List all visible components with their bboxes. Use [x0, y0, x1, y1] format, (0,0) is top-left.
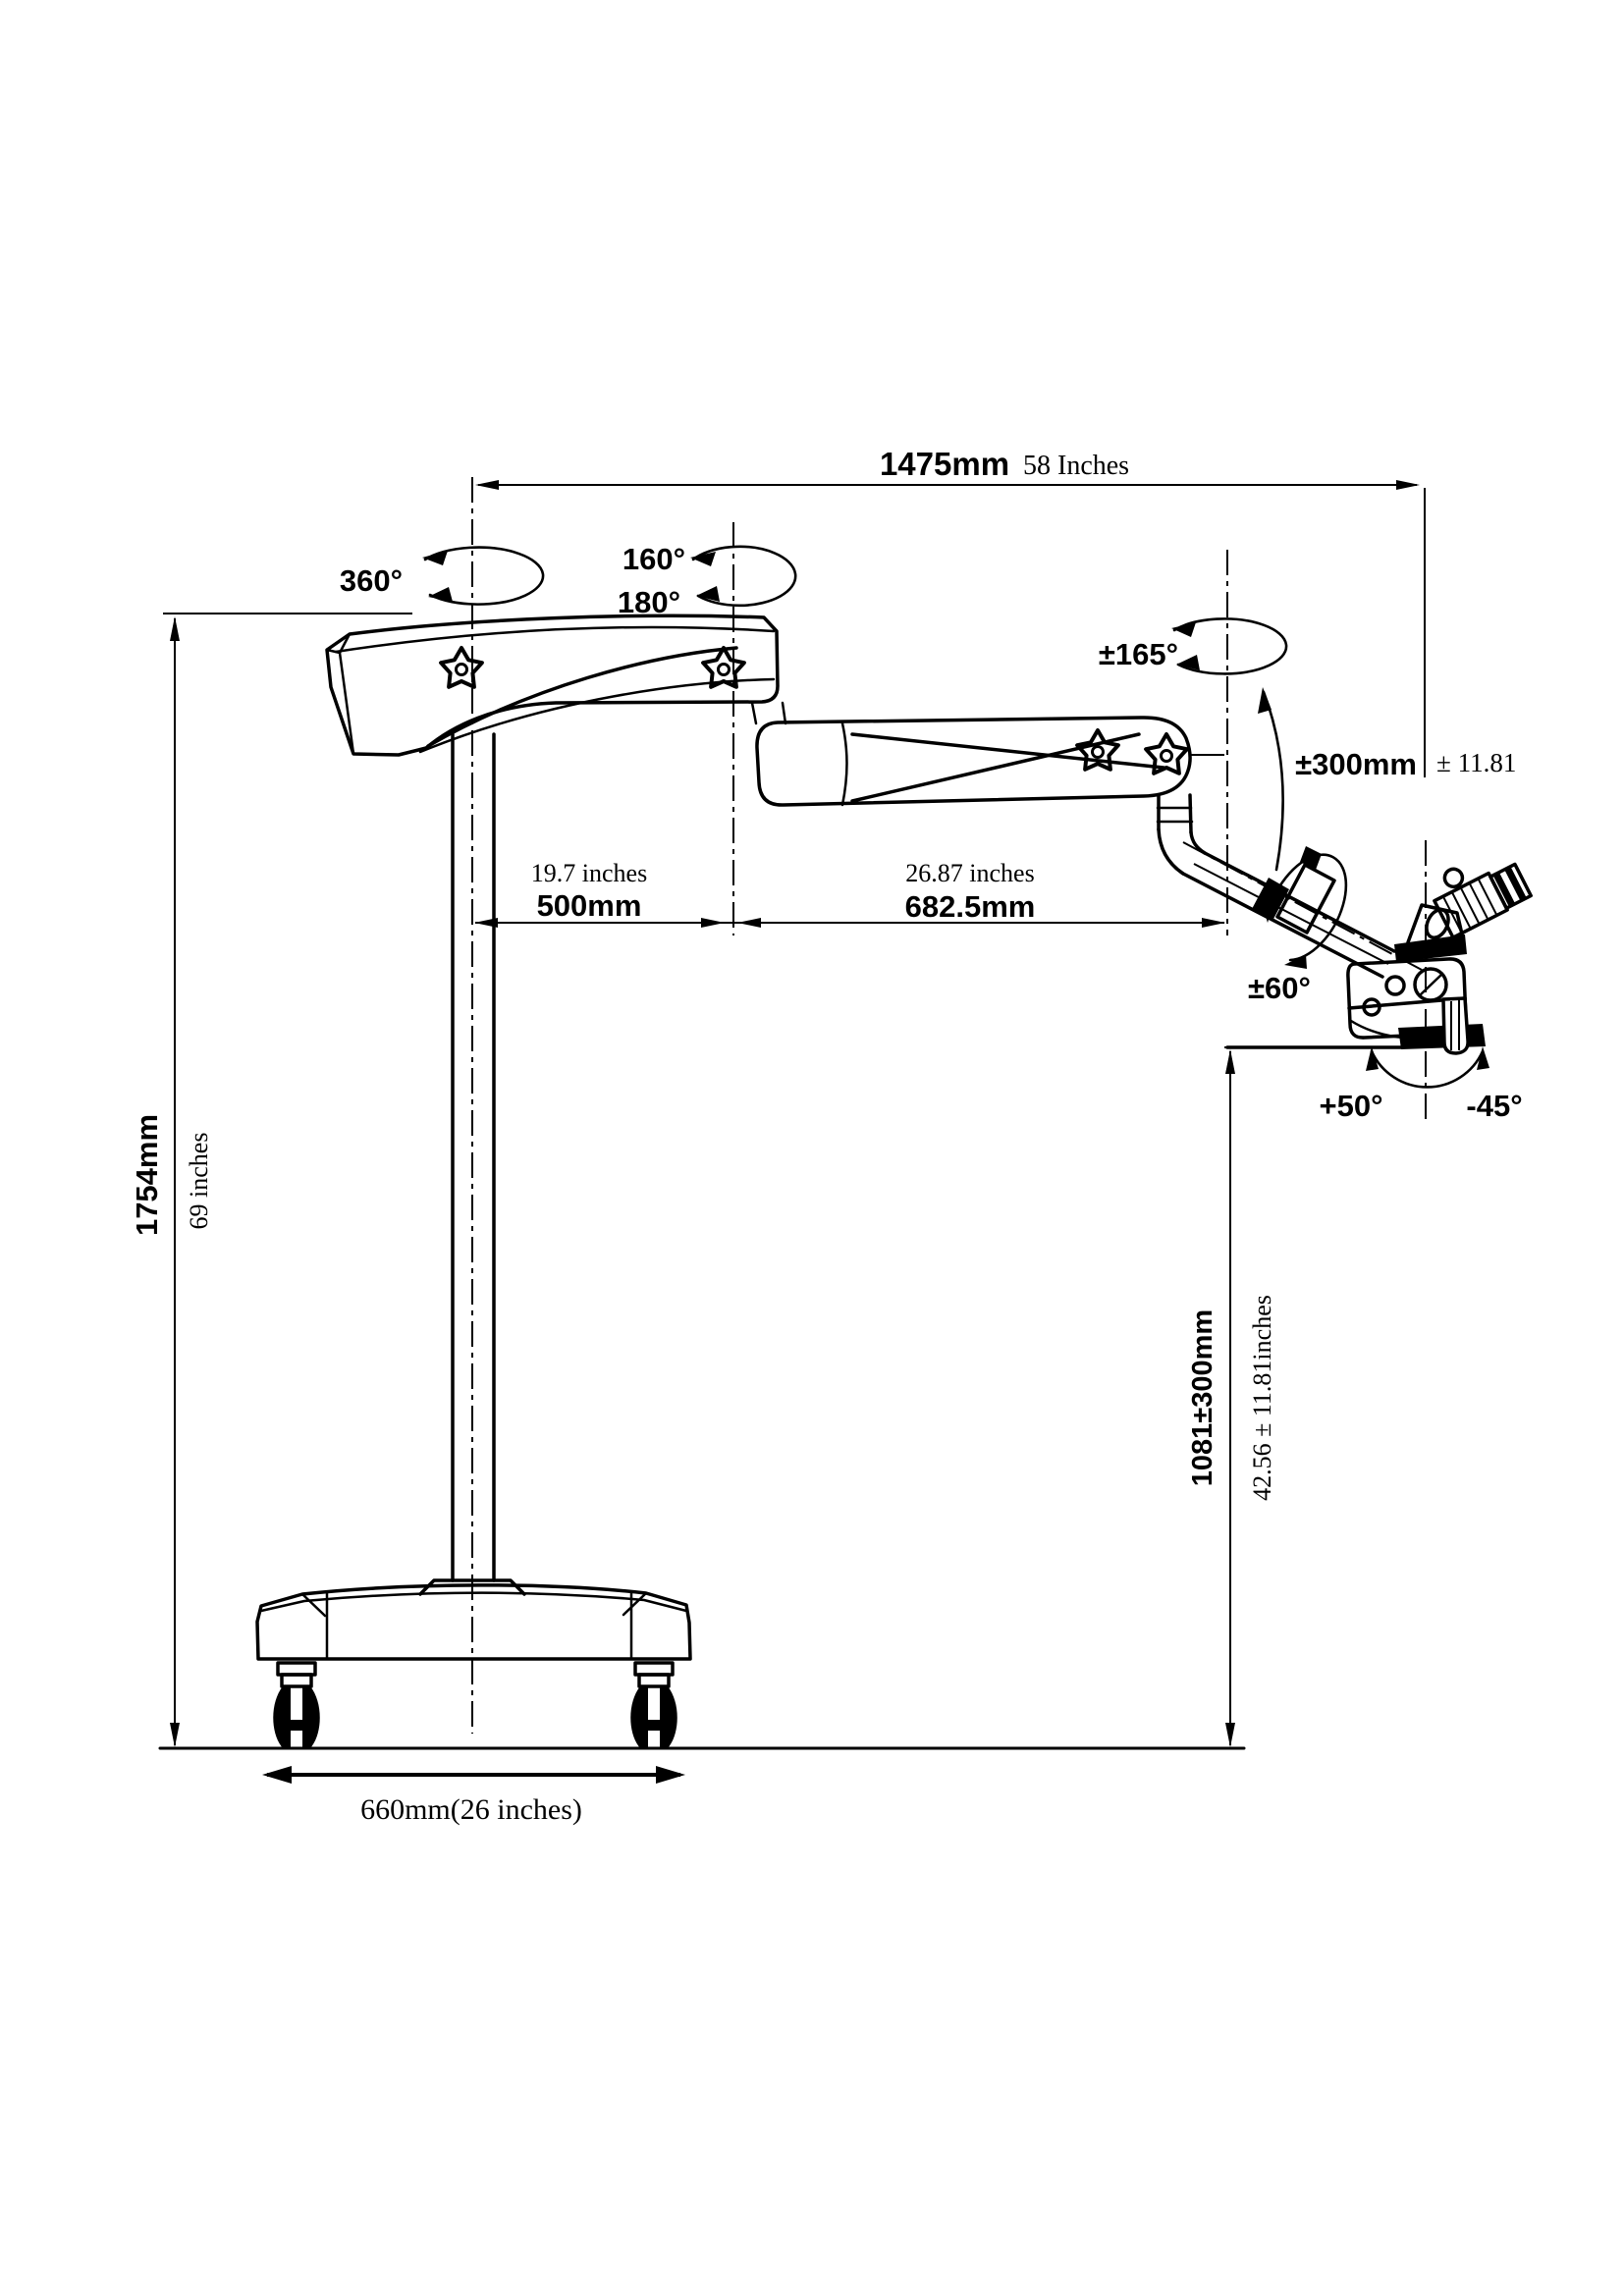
rotation-ellipse-second-arm [1172, 617, 1288, 675]
scope-tilt-ellipse [1267, 853, 1348, 962]
arm-knob-left [439, 646, 484, 689]
label-rot-column: 360° [340, 563, 403, 598]
arm-joint-adapter [750, 701, 787, 725]
stand-drawing [158, 614, 1533, 1750]
label-tilt-back: -45° [1466, 1089, 1522, 1123]
vertical-travel-arc [1262, 690, 1284, 872]
column-collar [418, 1578, 526, 1596]
label-reach1-mm: 500mm [537, 888, 642, 923]
label-travel-mm: ±300mm [1295, 747, 1417, 781]
microscope-head [1225, 862, 1533, 1055]
label-reach2-in: 26.87 inches [905, 859, 1034, 887]
head-handle [1441, 996, 1470, 1055]
caster-right [628, 1661, 679, 1750]
label-span-mm: 1475mm [880, 446, 1009, 482]
label-height-mm: 1754mm [130, 1114, 164, 1236]
label-work-in: 42.56 ± 11.81inches [1248, 1295, 1276, 1501]
head-foot [1398, 1024, 1486, 1049]
tube-clamp-ring [1275, 863, 1336, 934]
label-rot-arm-lower: 180° [618, 585, 680, 619]
second-arm [755, 716, 1224, 807]
label-rot-second: ±165° [1099, 637, 1178, 671]
label-tilt-scope: ±60° [1248, 971, 1311, 1005]
head-tilt-arc [1370, 1049, 1485, 1089]
label-reach2-mm: 682.5mm [905, 889, 1036, 924]
label-reach1-in: 19.7 inches [531, 859, 647, 887]
caster-left [271, 1661, 322, 1750]
binocular-tube [1433, 862, 1533, 939]
rotation-ellipse-hinge [691, 545, 797, 608]
base [255, 1578, 692, 1750]
rotation-ellipse-column [423, 546, 545, 606]
elbow-and-tube [1156, 793, 1396, 979]
label-work-mm: 1081±300mm [1187, 1309, 1218, 1486]
dimension-annotations [163, 480, 1420, 1784]
top-arm [325, 614, 787, 757]
centerlines [471, 477, 1427, 1734]
label-rot-arm-upper: 160° [623, 542, 685, 576]
label-base-width: 660mm(26 inches) [360, 1793, 582, 1826]
label-travel-in: ± 11.81 [1436, 748, 1516, 777]
motion-annotations [422, 545, 1489, 1089]
label-span-in: 58 Inches [1023, 451, 1129, 481]
labels: 1475mm 58 Inches 360° 160° 180° ±165° ±3… [130, 446, 1523, 1826]
tube-collar [1252, 878, 1289, 921]
head-mount-plate [1394, 934, 1467, 962]
label-height-in: 69 inches [185, 1133, 213, 1230]
label-tilt-fwd: +50° [1320, 1089, 1383, 1123]
support-column [451, 732, 496, 1582]
binocular-knob [1442, 867, 1465, 889]
